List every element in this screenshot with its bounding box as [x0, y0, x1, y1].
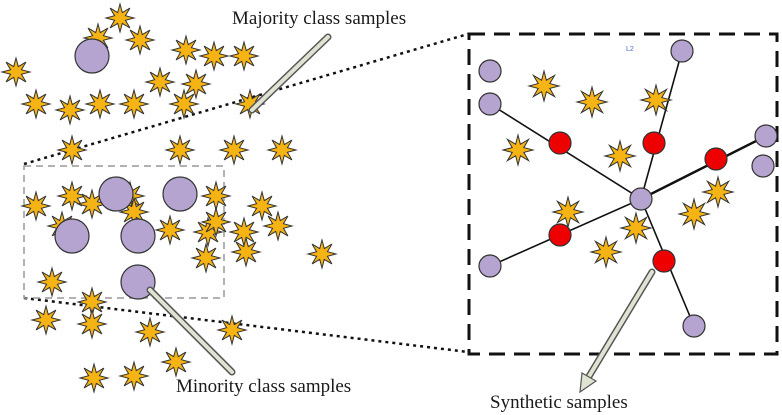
majority-star-icon	[230, 236, 262, 268]
minority-circle-icon	[98, 176, 134, 212]
majority-star-icon	[124, 24, 156, 56]
minority-circle-icon	[120, 218, 156, 254]
majority-star-icon	[200, 180, 232, 212]
majority-star-icon	[701, 175, 735, 209]
minority-samples-zoom	[478, 39, 778, 338]
majority-star-icon	[639, 83, 673, 117]
majority-star-icon	[118, 360, 150, 392]
selection-box	[23, 165, 225, 299]
majority-star-icon	[200, 206, 232, 238]
minority-callout-arrow	[146, 286, 236, 376]
synthetic-circle-icon	[548, 131, 572, 155]
minority-circle-icon	[670, 39, 694, 63]
synthetic-circle-icon	[652, 249, 676, 273]
synthetic-circle-icon	[642, 131, 666, 155]
minority-circle-icon	[682, 314, 706, 338]
minority-samples-left	[54, 38, 198, 300]
majority-star-icon	[54, 94, 86, 126]
synthetic-label: Synthetic samples	[490, 392, 628, 413]
majority-star-icon	[228, 216, 260, 248]
minority-circle-icon	[478, 254, 502, 278]
majority-star-icon	[218, 134, 250, 166]
majority-star-icon	[216, 314, 248, 346]
majority-star-icon	[78, 362, 110, 394]
majority-star-icon	[527, 69, 561, 103]
majority-star-icon	[234, 88, 266, 120]
majority-star-icon	[180, 68, 212, 100]
majority-star-icon	[190, 242, 222, 274]
neighbor-link	[640, 50, 683, 200]
minority-circle-icon	[54, 218, 90, 254]
minority-circle-icon	[754, 124, 778, 148]
majority-star-icon	[575, 85, 609, 119]
majority-star-icon	[306, 238, 338, 270]
majority-star-icon	[677, 197, 711, 231]
majority-star-icon	[20, 190, 52, 222]
majority-star-icon	[262, 210, 294, 242]
minority-circle-icon	[162, 176, 198, 212]
majority-star-icon	[20, 88, 52, 120]
majority-star-icon	[246, 190, 278, 222]
zoom-box	[467, 32, 779, 356]
minority-circle-icon	[478, 92, 502, 116]
minority-circle-icon	[74, 38, 110, 74]
majority-star-icon	[56, 180, 88, 212]
minority-label: Minority class samples	[176, 376, 351, 397]
majority-star-icon	[164, 134, 196, 166]
majority-star-icon	[619, 211, 653, 245]
majority-star-icon	[170, 34, 202, 66]
majority-star-icon	[603, 139, 637, 173]
majority-star-icon	[30, 304, 62, 336]
majority-star-icon	[266, 134, 298, 166]
majority-star-icon	[551, 195, 585, 229]
synthetic-samples	[548, 131, 728, 273]
synthetic-circle-icon	[704, 147, 728, 171]
zoom-line-bottom	[23, 296, 469, 354]
synthetic-circle-icon	[548, 223, 572, 247]
majority-star-icon	[118, 88, 150, 120]
majority-star-icon	[501, 133, 535, 167]
majority-star-icon	[144, 66, 176, 98]
neighbor-link	[640, 134, 767, 201]
majority-star-icon	[56, 134, 88, 166]
minority-circle-icon	[629, 187, 653, 211]
majority-star-icon	[168, 88, 200, 120]
majority-star-icon	[76, 308, 108, 340]
majority-star-icon	[104, 2, 136, 34]
majority-star-icon	[0, 56, 32, 88]
majority-star-icon	[36, 266, 68, 298]
majority-star-icon	[228, 40, 260, 72]
majority-star-icon	[589, 235, 623, 269]
majority-star-icon	[198, 40, 230, 72]
majority-star-icon	[160, 346, 192, 378]
tiny-mark: L2	[626, 46, 634, 53]
majority-star-icon	[134, 316, 166, 348]
majority-star-icon	[84, 88, 116, 120]
majority-label: Majority class samples	[232, 8, 406, 29]
synthetic-callout-arrow	[579, 268, 656, 394]
majority-callout-arrow	[248, 33, 332, 114]
minority-circle-icon	[478, 59, 502, 83]
minority-circle-icon	[120, 264, 156, 300]
majority-star-icon	[154, 214, 186, 246]
minority-circle-icon	[751, 154, 775, 178]
